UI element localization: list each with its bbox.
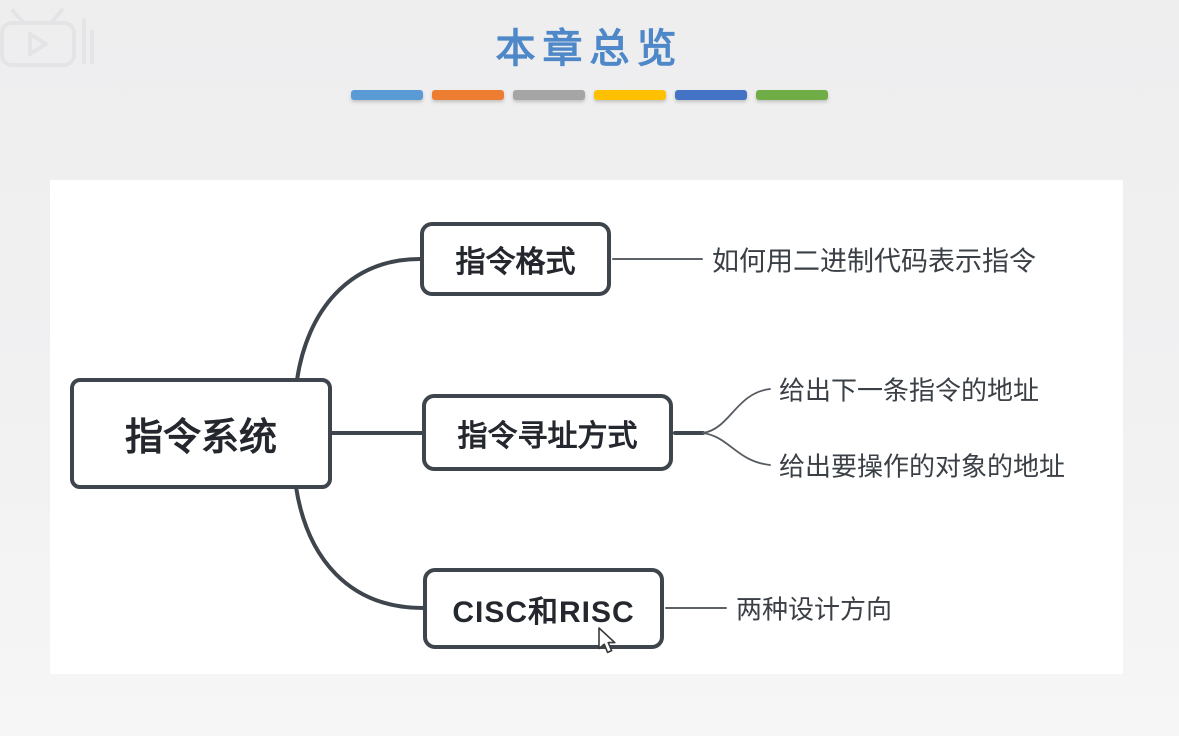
accent-dash: [756, 90, 828, 100]
note-operand-address: 给出要操作的对象的地址: [779, 451, 1066, 482]
node-instruction-format: 指令格式: [420, 222, 611, 296]
accent-dash: [594, 90, 666, 100]
node-label: CISC和RISC: [452, 595, 635, 629]
note-two-design-directions: 两种设计方向: [736, 594, 893, 625]
accent-dash: [513, 90, 585, 100]
accent-dash: [675, 90, 747, 100]
note-binary-representation: 如何用二进制代码表示指令: [712, 246, 1036, 277]
node-cisc-risc: CISC和RISC: [423, 568, 664, 649]
note-next-instruction-address: 给出下一条指令的地址: [779, 375, 1040, 406]
bilibili-logo-icon: [0, 8, 94, 67]
accent-divider: [0, 90, 1179, 100]
node-instruction-system: 指令系统: [70, 378, 332, 489]
node-label: 指令系统: [124, 417, 277, 459]
node-label: 指令寻址方式: [457, 419, 638, 453]
page-title: 本章总览: [495, 26, 684, 71]
node-label: 指令格式: [455, 246, 576, 279]
accent-dash: [432, 90, 504, 100]
node-addressing-mode: 指令寻址方式: [422, 394, 673, 471]
mouse-pointer-icon: [598, 627, 616, 654]
accent-dash: [351, 90, 423, 100]
